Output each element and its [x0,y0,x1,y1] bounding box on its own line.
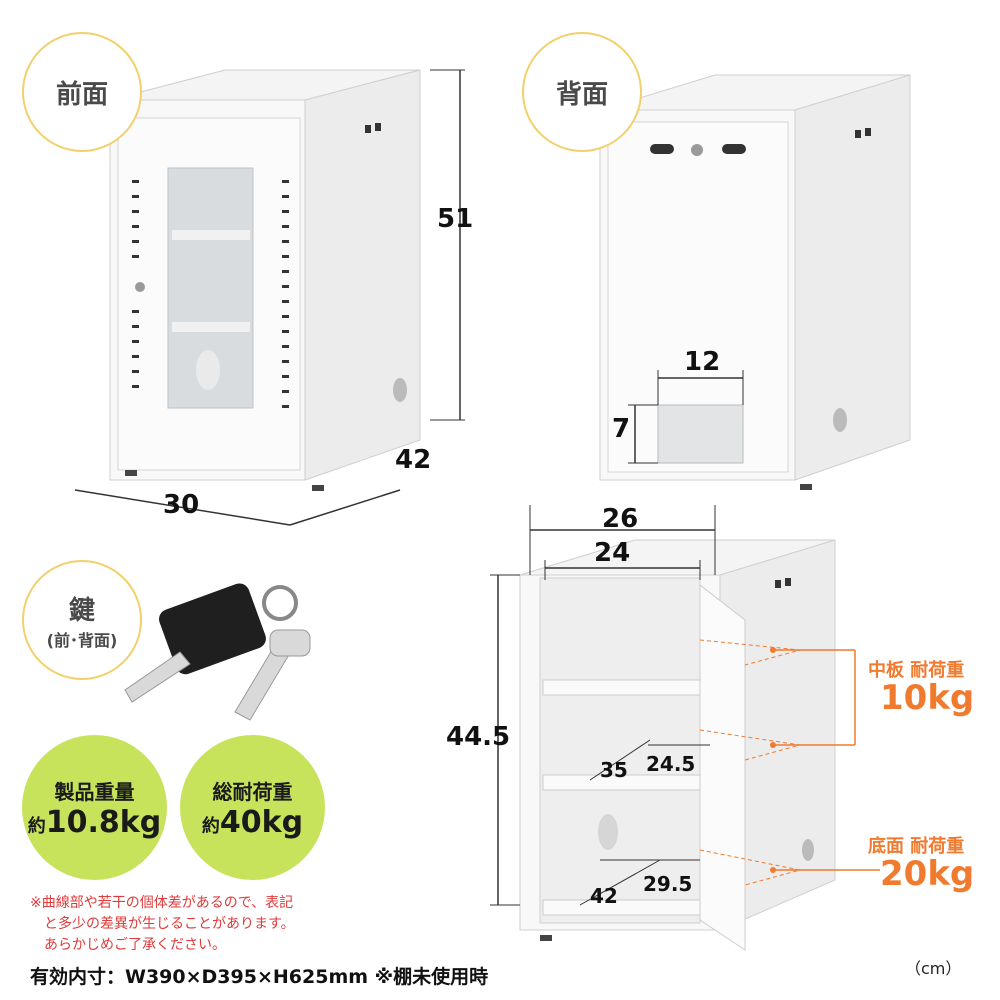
key-label-badge: 鍵 (前･背面) [22,560,142,680]
total-load-line: 約40kg [202,805,303,840]
width-dimension: 30 [163,490,200,520]
total-load-value: 40kg [219,804,304,840]
unit-label: （cm） [905,959,962,978]
cutout-height-dimension: 7 [612,414,631,444]
open-cabinet [490,505,880,951]
back-cabinet [599,74,911,490]
product-weight-title: 製品重量 [54,779,135,804]
depth-dimension: 42 [395,445,432,475]
disclaimer-line-2: と多少の差異が生じることがあります。 [44,916,295,932]
disclaimer-line-1: ※曲線部や若干の個体差があるので、表記 [30,895,294,911]
disclaimer-note: ※曲線部や若干の個体差があるので、表記 と多少の差異が生じることがあります。 あ… [30,893,295,956]
key-subtitle: (前･背面) [46,630,118,650]
front-vents-right [282,180,289,408]
middle-shelf-load-value: 10kg [880,678,975,718]
disclaimer-line-3: あらかじめご了承ください。 [44,937,226,953]
front-vents-left [132,180,139,388]
cutout-width-dimension: 12 [684,347,721,377]
inner-outer-width-dimension: 26 [602,504,639,534]
total-load-title: 総耐荷重 [212,779,293,804]
bottom-load-label: 底面 耐荷重 [868,836,965,857]
product-weight-line: 約10.8kg [28,805,161,840]
shelf-width-dimension: 24.5 [646,752,696,776]
bottom-depth-dimension: 42 [590,884,618,908]
inner-height-dimension: 44.5 [446,722,511,752]
total-load-prefix: 約 [201,815,220,837]
front-label: 前面 [55,79,108,110]
bottom-width-dimension: 29.5 [643,872,693,896]
bottom-load-value: 20kg [880,854,975,894]
middle-shelf-load-label: 中板 耐荷重 [868,660,965,681]
back-label: 背面 [555,79,608,110]
height-dimension: 51 [437,204,474,234]
product-weight-value: 10.8kg [45,804,162,840]
key-illustration [124,583,311,721]
total-load-badge: 総耐荷重 約40kg [180,735,325,880]
inner-width-dimension: 24 [594,538,631,568]
product-weight-badge: 製品重量 約10.8kg [22,735,167,880]
front-label-badge: 前面 [22,32,142,152]
inner-size-note: 有効内寸：W390×D395×H625mm ※棚未使用時 [30,966,489,988]
shelf-depth-dimension: 35 [600,758,628,782]
back-label-badge: 背面 [522,32,642,152]
key-title: 鍵 [68,595,95,626]
front-cabinet [74,69,465,526]
product-weight-prefix: 約 [27,815,46,837]
